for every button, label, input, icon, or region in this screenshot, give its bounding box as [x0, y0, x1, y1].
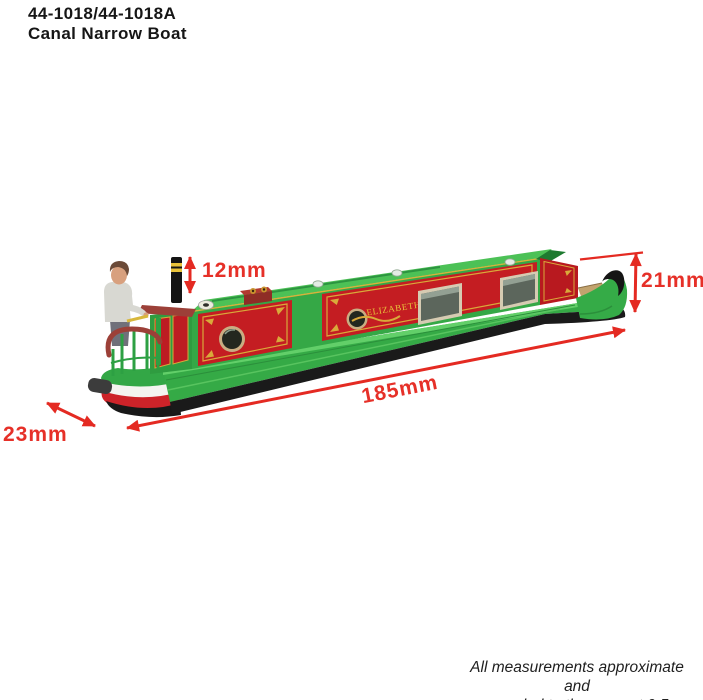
stern-fender	[87, 377, 113, 395]
bow-stem	[602, 270, 625, 296]
cabin-window	[418, 283, 462, 325]
product-code: 44-1018/44-1018A	[28, 4, 177, 23]
chimney	[171, 257, 182, 303]
dimension-label-height: 21mm	[641, 269, 703, 292]
tiller	[126, 314, 149, 323]
roof-fittings	[171, 257, 516, 310]
disclaimer-line-1: All measurements approximate and	[470, 659, 684, 695]
cabin-roof	[192, 249, 552, 311]
dimension-label-chimney-height: 12mm	[202, 259, 267, 282]
helmsman-figure	[104, 261, 149, 346]
cabin-window	[500, 271, 538, 310]
title-block: 44-1018/44-1018A Canal Narrow Boat	[28, 4, 187, 44]
dimension-label-beam: 23mm	[3, 423, 68, 446]
cabin-door	[172, 313, 189, 365]
dimension-arrows	[46, 251, 644, 432]
measurement-disclaimer: All measurements approximate and are rou…	[458, 658, 696, 700]
mushroom-vents	[312, 258, 516, 288]
figure-hair	[109, 261, 129, 276]
disclaimer-line-2: are rounded to the nearest 0.5mm	[458, 696, 696, 700]
height-arrow	[629, 253, 642, 313]
bow	[576, 270, 628, 320]
scroll-ornament	[351, 315, 401, 322]
slide-hatch	[138, 305, 196, 317]
roof-crate	[240, 286, 272, 305]
beam-arrow	[46, 401, 96, 428]
bow-bulkhead	[540, 258, 578, 305]
product-name: Canal Narrow Boat	[28, 24, 187, 43]
length-arrow	[126, 326, 626, 432]
cabin-panel-main: ELIZABETH	[322, 262, 538, 341]
height-extension-line	[579, 251, 644, 261]
figure-head	[111, 265, 127, 285]
